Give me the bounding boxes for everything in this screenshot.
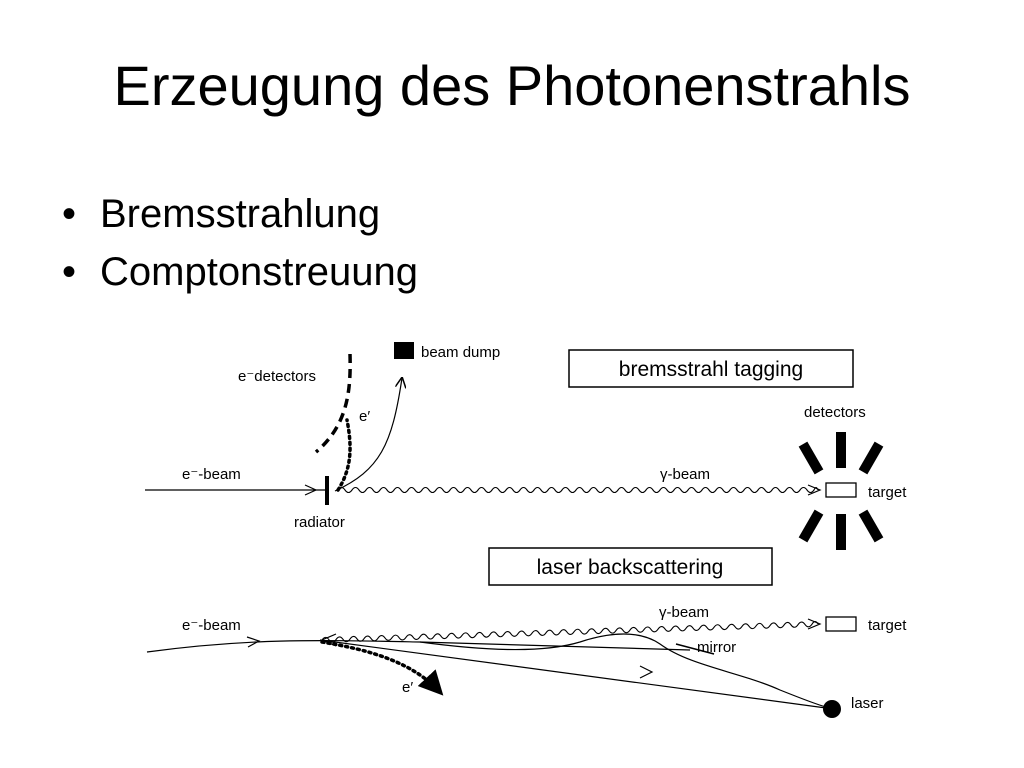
target-label: target xyxy=(868,617,907,634)
gamma-beam-wave xyxy=(321,621,819,643)
beam-dump-label: beam dump xyxy=(421,344,500,361)
gamma-beam-wave xyxy=(337,486,819,494)
e-prime-trajectory xyxy=(336,418,352,492)
e-detectors-track xyxy=(314,353,352,454)
tagging-title-box xyxy=(568,349,854,388)
bullet-text: Comptonstreuung xyxy=(100,250,418,294)
laser-label: laser xyxy=(851,695,884,712)
bullet-item: • Bremsstrahlung xyxy=(62,190,418,248)
e-beam-label: e⁻-beam xyxy=(182,466,241,483)
dump-trajectory xyxy=(334,378,402,492)
gamma-beam-arrowhead xyxy=(807,484,822,496)
target-label: target xyxy=(868,484,907,501)
e-prime-trajectory xyxy=(320,640,444,696)
gamma-beam-label: γ-beam xyxy=(660,466,710,483)
target-box xyxy=(825,616,857,632)
e-beam-curve xyxy=(146,639,691,653)
tagging-diagram: bremsstrahl tagging beam dump e⁻detector… xyxy=(145,342,907,550)
e-beam-arrowhead xyxy=(246,636,261,648)
laser-line xyxy=(319,639,827,709)
mirror-label: mirror xyxy=(697,639,736,656)
backscattering-title-box xyxy=(488,547,773,586)
target-box xyxy=(825,482,857,498)
gamma-beam-arrowhead xyxy=(807,618,822,630)
backscattering-diagram: laser backscattering e⁻-beam mirror γ-be… xyxy=(146,547,907,718)
bullet-marker: • xyxy=(62,192,77,236)
e-prime-label: e′ xyxy=(359,408,370,425)
bullet-item: • Comptonstreuung xyxy=(62,248,418,306)
bullet-list: • Bremsstrahlung • Comptonstreuung xyxy=(62,190,418,306)
tagging-title-label: bremsstrahl tagging xyxy=(619,358,803,381)
gamma-beam-label: γ-beam xyxy=(659,604,709,621)
e-detectors-label: e⁻detectors xyxy=(238,368,316,385)
slide-title: Erzeugung des Photonenstrahls xyxy=(113,54,911,117)
bullet-text: Bremsstrahlung xyxy=(100,192,381,236)
mirror-reflection-path xyxy=(419,633,827,708)
detector-array-icon xyxy=(798,432,884,550)
e-beam-arrowhead xyxy=(304,484,318,496)
e-prime-label: e′ xyxy=(402,679,413,696)
laser-arrowhead xyxy=(639,665,654,679)
beam-dump-icon xyxy=(394,342,414,359)
laser-source-icon xyxy=(823,700,841,718)
detectors-label: detectors xyxy=(804,404,866,421)
backscattering-title-label: laser backscattering xyxy=(537,556,724,579)
mirror-icon xyxy=(675,643,715,655)
e-beam-label: e⁻-beam xyxy=(182,617,241,634)
bullet-marker: • xyxy=(62,250,77,294)
radiator-label: radiator xyxy=(294,514,345,531)
